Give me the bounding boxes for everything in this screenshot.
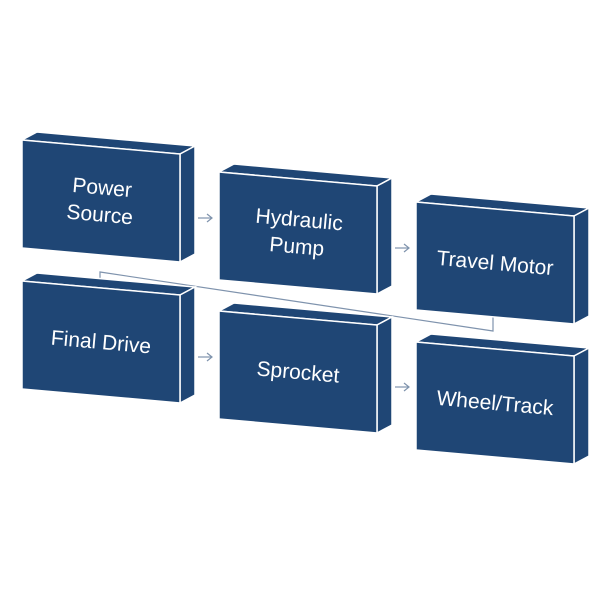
- box-travel-motor: Travel Motor: [413, 193, 592, 326]
- box-front-face: [21, 280, 181, 404]
- arrowhead-icon: [206, 213, 213, 223]
- box-power-source: PowerSource: [19, 131, 198, 264]
- connections-layer: [99, 213, 494, 392]
- connector-hydraulic-pump-to-travel-motor: [395, 243, 410, 253]
- box-side-face: [179, 144, 196, 264]
- connector-sprocket-to-wheel-track: [395, 382, 410, 392]
- arrowhead-icon: [206, 352, 213, 362]
- box-side-face: [573, 346, 590, 466]
- box-side-face: [376, 315, 393, 435]
- connector-line: [99, 271, 494, 332]
- box-wheel-track: Wheel/Track: [413, 333, 592, 466]
- connector-travel-motor-to-final-drive: [99, 271, 494, 332]
- box-label-line: Pump: [268, 233, 325, 261]
- box-front-face: [21, 139, 181, 263]
- box-front-face: [415, 341, 575, 465]
- connector-final-drive-to-sprocket: [198, 352, 213, 362]
- arrowhead-icon: [403, 382, 410, 392]
- box-hydraulic-pump: HydraulicPump: [216, 163, 395, 296]
- box-sprocket: Sprocket: [216, 302, 395, 435]
- box-side-face: [179, 285, 196, 405]
- box-front-face: [415, 201, 575, 325]
- box-side-face: [573, 206, 590, 326]
- arrowhead-icon: [403, 243, 410, 253]
- box-front-face: [218, 171, 378, 295]
- box-side-face: [376, 176, 393, 296]
- box-final-drive: Final Drive: [19, 272, 198, 405]
- box-front-face: [218, 310, 378, 434]
- box-label-line: Power: [71, 174, 132, 202]
- connector-power-source-to-hydraulic-pump: [198, 213, 213, 223]
